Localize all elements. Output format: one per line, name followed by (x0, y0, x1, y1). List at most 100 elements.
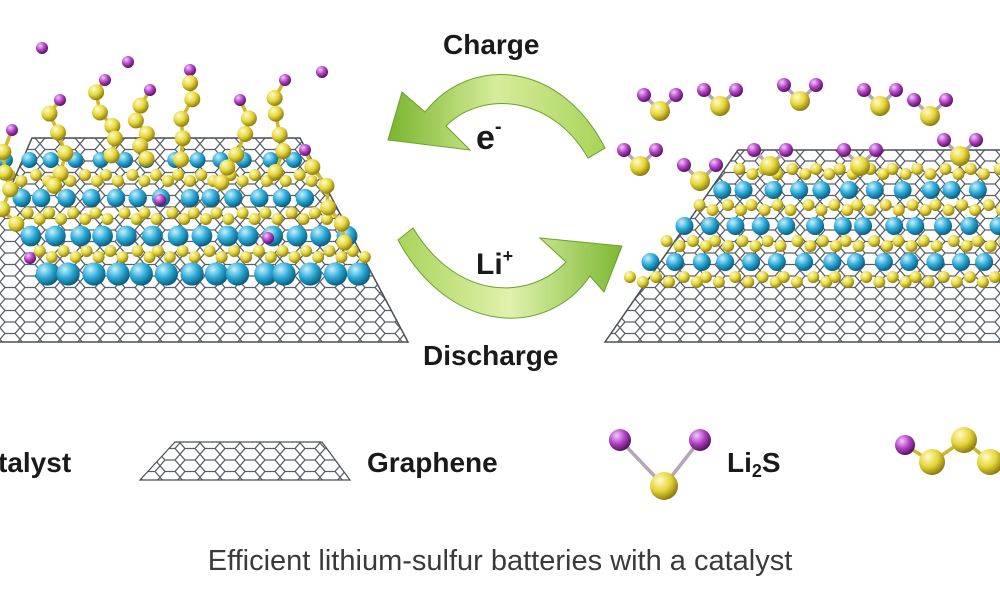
sulfur-atom (15, 175, 28, 187)
sulfur-atom (964, 163, 977, 175)
sulfur-atom (937, 271, 950, 283)
catalyst-atom (128, 188, 147, 208)
lithium-atom (907, 93, 921, 107)
catalyst-atom (989, 217, 1000, 235)
sulfur-atom (297, 213, 310, 225)
sulfur-atom (199, 213, 212, 225)
sulfur-atom (722, 240, 735, 252)
sulfur-atom (930, 240, 943, 252)
catalyst-atom (154, 262, 178, 286)
sulfur-atom (116, 251, 129, 263)
catalyst-atom (734, 181, 753, 199)
sulfur-atom (892, 204, 905, 216)
catalyst-atom (286, 225, 308, 247)
lithium-atom (709, 158, 723, 172)
sulfur-atom (951, 427, 977, 453)
legend-li2s-icon (609, 429, 711, 500)
sulfur-atom (293, 169, 306, 181)
sulfur-atom (924, 168, 937, 180)
sulfur-atom (690, 171, 710, 191)
sulfur-atom (104, 117, 121, 134)
sulfur-atom (215, 251, 228, 263)
lithium-atom (809, 78, 823, 92)
sulfur-atom (187, 207, 200, 219)
catalyst-atom (285, 152, 302, 168)
sulfur-atom (101, 213, 114, 225)
sulfur-atom (323, 245, 336, 257)
catalyst-atom (237, 225, 259, 247)
sulfur-atom (677, 271, 690, 283)
sulfur-atom (939, 163, 952, 175)
sulfur-atom (275, 143, 292, 160)
legend-graphene-icon (138, 441, 352, 481)
sulfur-atom (815, 204, 828, 216)
sulfur-atom (285, 207, 298, 219)
lithium-atom (316, 66, 328, 78)
sulfur-atom (820, 276, 833, 288)
catalyst-atom (44, 225, 66, 247)
catalyst-atom (191, 225, 213, 247)
sulfur-atom (138, 175, 151, 187)
catalyst-atom (934, 217, 953, 235)
sulfur-atom (842, 276, 855, 288)
sulfur-atom (138, 125, 155, 142)
lithium-atom (154, 194, 166, 206)
sulfur-atom (111, 175, 124, 187)
sulfur-atom (8, 215, 25, 232)
sulfur-atom (870, 96, 890, 116)
sulfur-atom (802, 199, 815, 211)
catalyst-atom (42, 152, 59, 168)
sulfur-atom (839, 235, 852, 247)
sulfur-atom (57, 145, 74, 162)
sulfur-atom (693, 199, 706, 211)
catalyst-atom (106, 262, 130, 286)
catalyst-atom (35, 262, 59, 286)
discharge-arrow-icon (397, 227, 623, 319)
catalyst-atom (713, 181, 732, 199)
catalyst-atom (906, 217, 925, 235)
sulfur-atom (892, 235, 905, 247)
catalyst-atom (31, 188, 51, 208)
sulfur-atom (131, 245, 144, 257)
sulfur-atom (886, 163, 899, 175)
catalyst-atom (854, 217, 873, 235)
sulfur-atom (942, 204, 955, 216)
catalyst-atom (201, 188, 220, 208)
sulfur-atom (266, 90, 283, 107)
lithium-atom (939, 93, 953, 107)
sulfur-atom (138, 207, 151, 219)
catalyst-atom (893, 181, 912, 199)
right-sheet-atoms (617, 78, 1000, 288)
sulfur-atom (55, 213, 68, 225)
sulfur-atom (333, 215, 350, 232)
sulfur-atom (308, 207, 321, 219)
sulfur-atom (993, 163, 1000, 175)
lithium-atom (669, 88, 683, 102)
sulfur-atom (660, 235, 673, 247)
electron-symbol: e (476, 119, 495, 157)
catalyst-atom (117, 152, 134, 168)
catalyst-atom (189, 152, 206, 168)
catalyst-atom (767, 253, 786, 271)
sulfur-atom (132, 137, 149, 154)
sulfur-atom (760, 156, 780, 176)
sulfur-atom (823, 168, 836, 180)
li2s-s: S (761, 447, 781, 478)
sulfur-atom (877, 168, 890, 180)
sulfur-atom (662, 276, 675, 288)
sulfur-atom (742, 276, 755, 288)
catalyst-atom (82, 262, 106, 286)
sulfur-atom (92, 251, 105, 263)
sulfur-atom (905, 240, 918, 252)
sulfur-atom (305, 175, 318, 187)
sulfur-atom (271, 213, 284, 225)
sulfur-atom (228, 245, 241, 257)
sulfur-atom (790, 91, 810, 111)
catalyst-atom (180, 188, 200, 208)
sulfur-atom (984, 240, 997, 252)
sulfur-atom (952, 168, 965, 180)
sulfur-atom (868, 235, 881, 247)
catalyst-atom (790, 181, 809, 199)
sulfur-atom (977, 168, 990, 180)
sulfur-atom (248, 213, 261, 225)
